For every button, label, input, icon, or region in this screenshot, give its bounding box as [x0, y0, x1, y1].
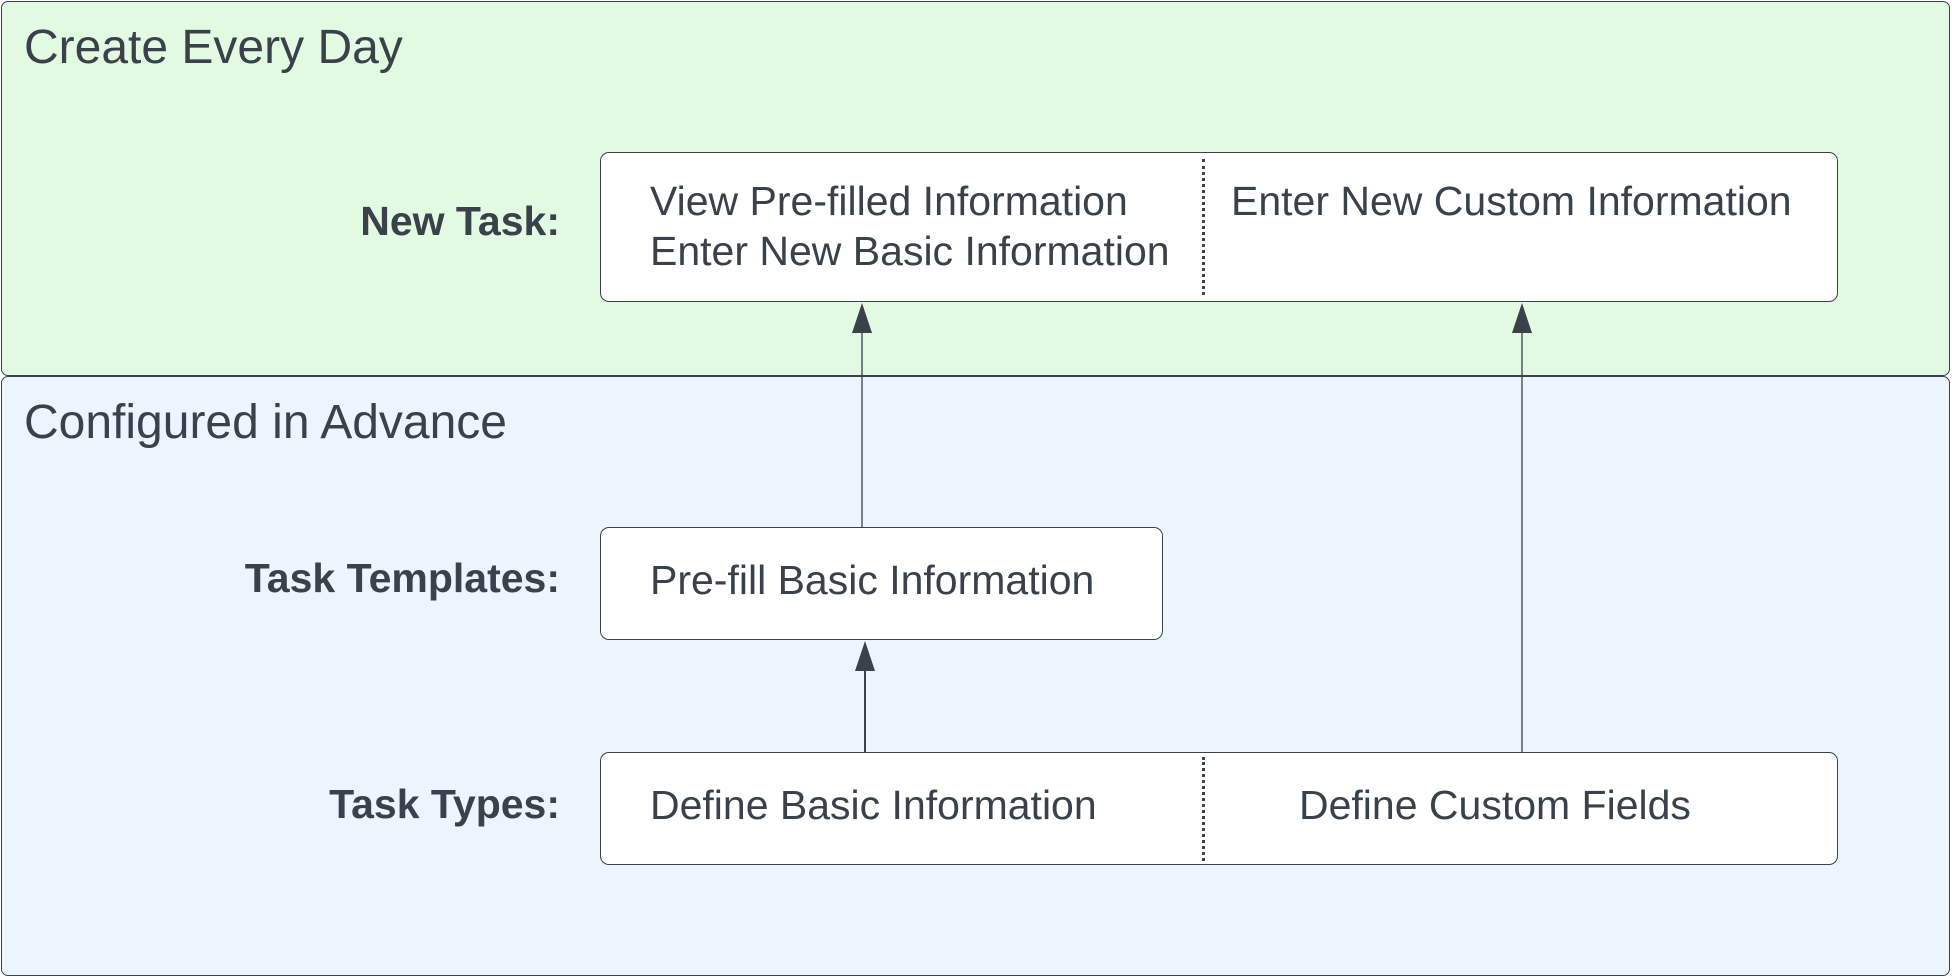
new-task-right-line-1: Enter New Custom Information	[1231, 178, 1792, 224]
new-task-divider	[1202, 159, 1205, 295]
row-label-new-task: New Task:	[360, 198, 560, 244]
lane-configured-in-advance: Configured in Advance	[1, 376, 1950, 976]
task-types-divider	[1202, 757, 1205, 861]
lane-title-configured-in-advance: Configured in Advance	[24, 396, 507, 449]
row-label-task-types: Task Types:	[329, 781, 560, 827]
row-label-task-templates: Task Templates:	[244, 555, 560, 601]
new-task-box: View Pre-filled Information Enter New Ba…	[600, 152, 1838, 302]
task-templates-text: Pre-fill Basic Information	[650, 557, 1095, 603]
task-types-right-text: Define Custom Fields	[1299, 782, 1691, 828]
task-types-left-text: Define Basic Information	[650, 782, 1097, 828]
lane-title-create-every-day: Create Every Day	[24, 21, 403, 74]
new-task-left-line-1: View Pre-filled Information	[650, 178, 1128, 224]
task-templates-box: Pre-fill Basic Information	[600, 527, 1163, 640]
new-task-left-line-2: Enter New Basic Information	[650, 228, 1170, 274]
task-types-box: Define Basic Information Define Custom F…	[600, 752, 1838, 865]
